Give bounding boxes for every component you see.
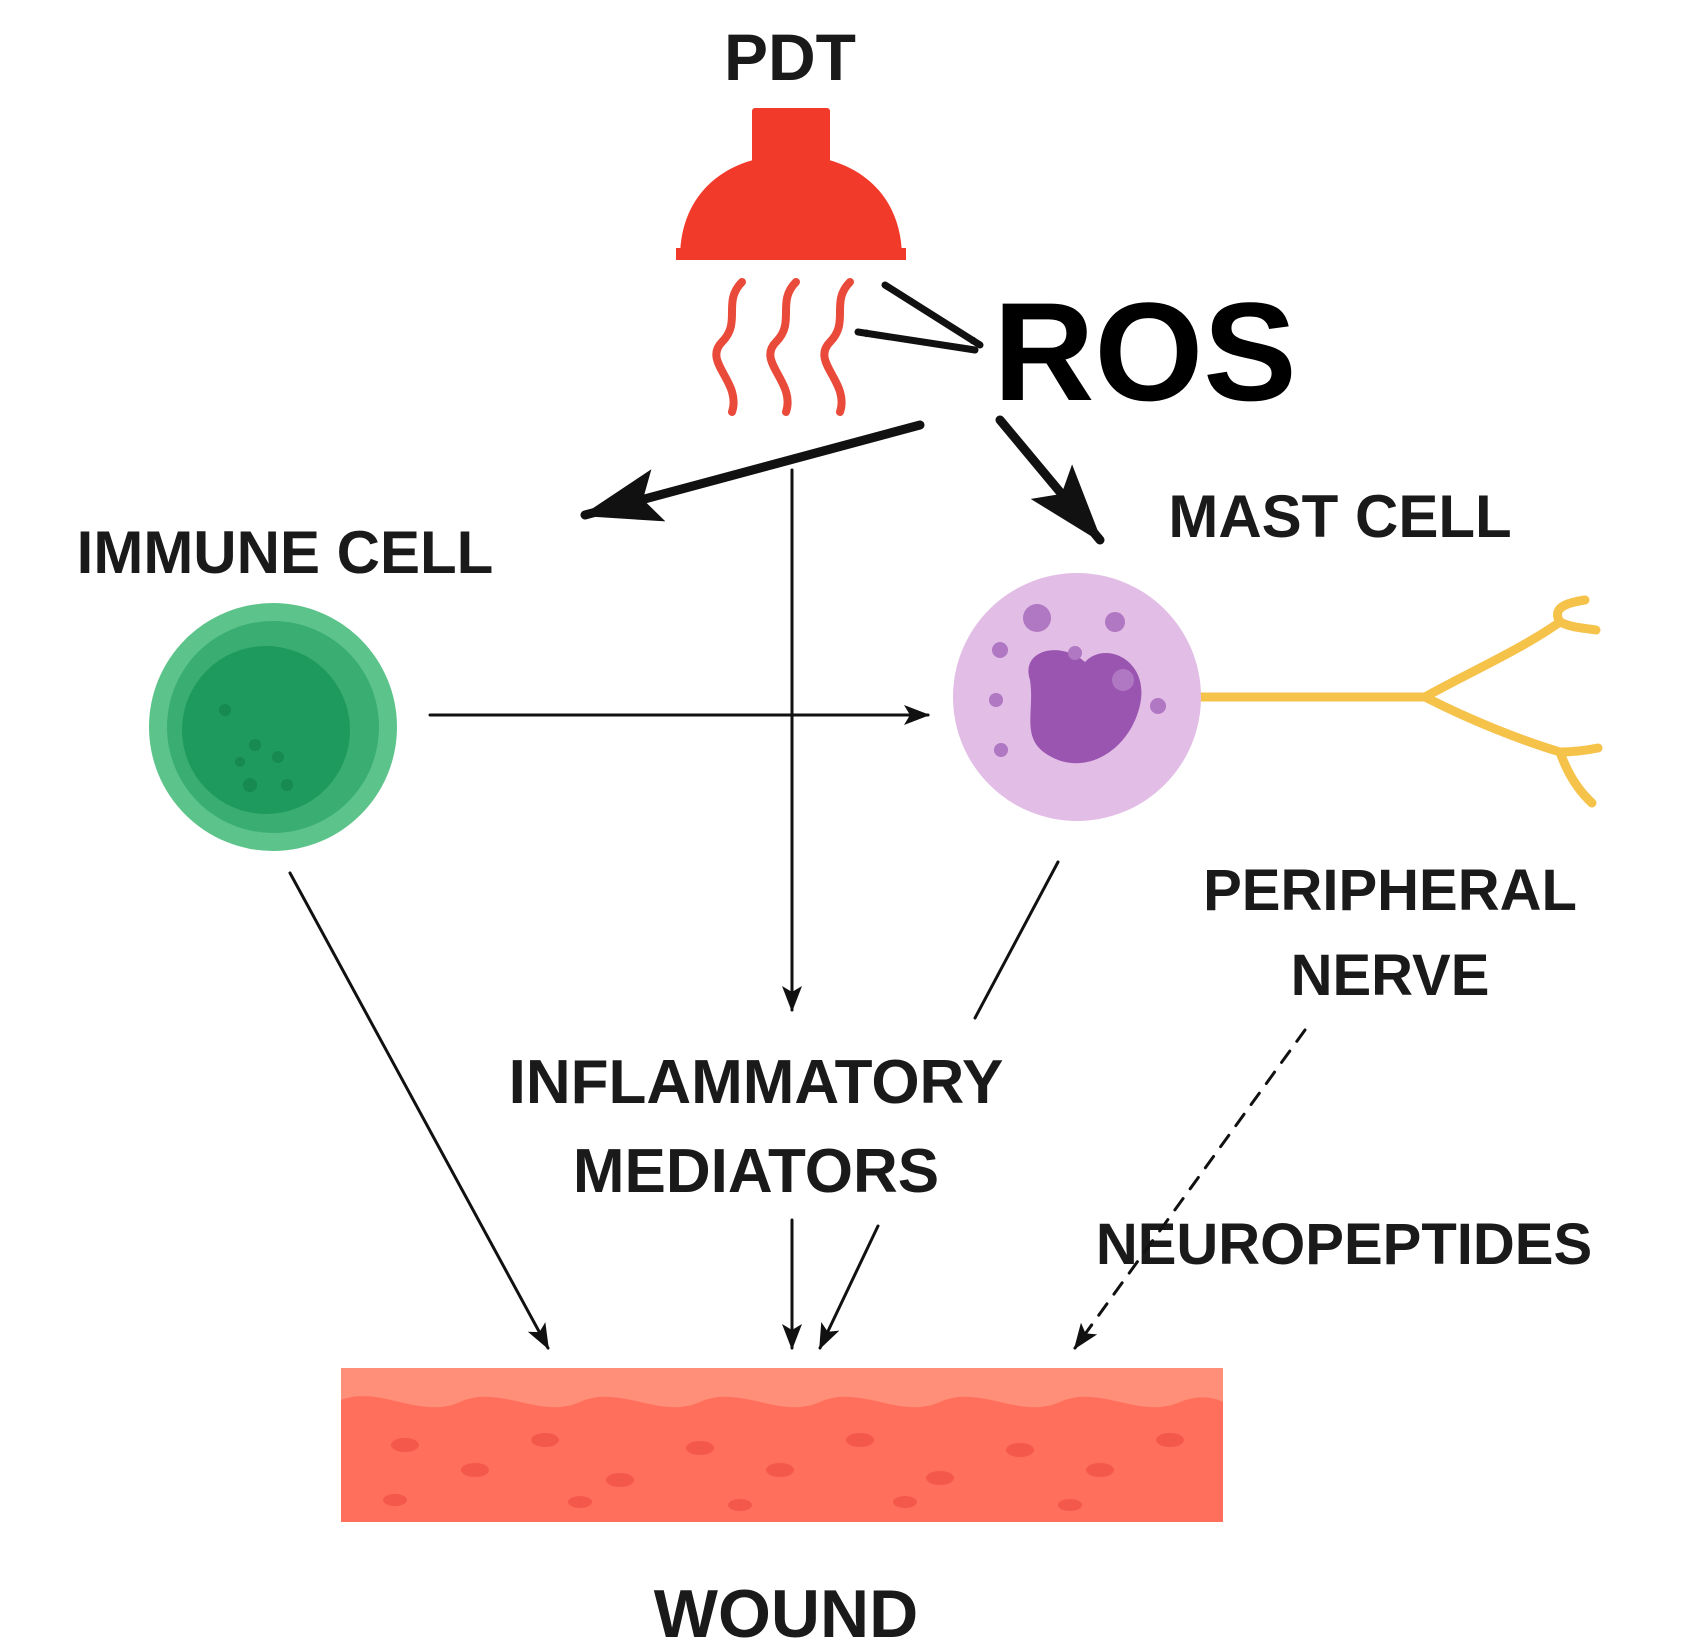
pdt-label: PDT (724, 20, 856, 94)
arrow-mediators-to-wound-2 (818, 1224, 880, 1350)
immune-cell-label: IMMUNE CELL (77, 519, 494, 586)
neuropeptides-label: NEUROPEPTIDES (1096, 1212, 1592, 1277)
arrow-ros-to-mast-cell (995, 415, 1105, 545)
mast-cell-icon (953, 573, 1201, 821)
wound-label: WOUND (654, 1576, 918, 1651)
arrow-neuropeptides-to-wound (1073, 1028, 1307, 1350)
arrow-immune-to-wound (288, 871, 550, 1350)
arrow-ros-to-lamp (854, 328, 979, 354)
pdt-lamp-icon (676, 108, 906, 260)
line-mast-cell-to-mediators (973, 860, 1060, 1020)
peripheral-nerve-label-line2: NERVE (1291, 943, 1490, 1008)
arrows (288, 281, 1307, 1350)
arrow-lamp-to-ros (881, 281, 984, 349)
mast-cell-label: MAST CELL (1168, 483, 1511, 550)
inflammatory-mediators-label-line1: INFLAMMATORY (509, 1048, 1004, 1117)
ros-label: ROS (993, 273, 1296, 430)
immune-cell-icon (149, 603, 397, 851)
peripheral-nerve-label-line1: PERIPHERAL (1203, 858, 1577, 923)
peripheral-nerve-icon (1190, 595, 1603, 808)
arrow-ros-to-immune-cell (580, 420, 925, 522)
wound-tissue-icon (341, 1368, 1223, 1522)
light-waves-icon (712, 278, 854, 416)
inflammatory-mediators-label-line2: MEDIATORS (573, 1137, 939, 1206)
